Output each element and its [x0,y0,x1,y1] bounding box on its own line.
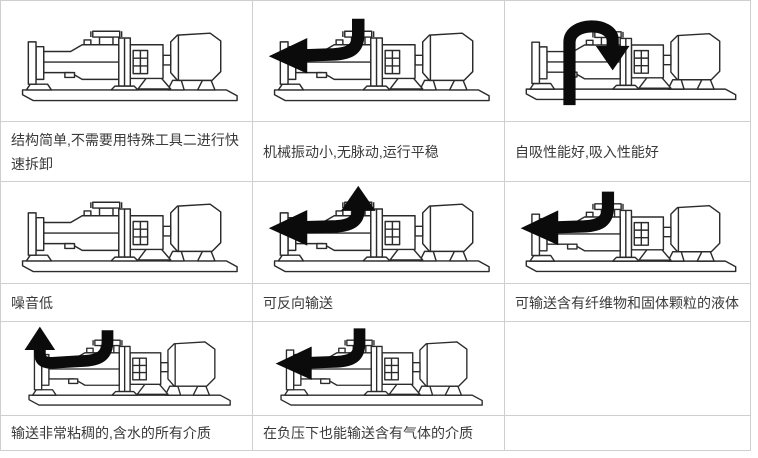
feature-caption-cell-8: 在负压下也能输送含有气体的介质 [253,416,505,451]
pump-features-table: 结构简单,不需要用特殊工具二进行快速拆卸 机械振动小,无脉动,运行平稳 自吸性能… [0,0,751,451]
feature-image-cell-9-empty [505,322,751,416]
feature-image-cell-6 [505,182,751,284]
feature-caption-text: 结构简单,不需要用特殊工具二进行快速拆卸 [11,131,239,172]
feature-caption-cell-1: 结构简单,不需要用特殊工具二进行快速拆卸 [1,122,253,182]
feature-caption-cell-7: 输送非常粘稠的,含水的所有介质 [1,416,253,451]
screw-pump-illustration [263,13,494,109]
feature-image-cell-4 [1,182,253,284]
feature-caption-cell-3: 自吸性能好,吸入性能好 [505,122,751,182]
feature-image-cell-7 [1,322,253,416]
feature-caption-cell-9-empty [505,416,751,451]
feature-caption-cell-5: 可反向输送 [253,284,505,322]
screw-pump-illustration [11,13,242,109]
feature-image-cell-3 [505,1,751,122]
screw-pump-illustration [263,323,494,413]
feature-image-cell-5 [253,182,505,284]
feature-caption-text: 在负压下也能输送含有气体的介质 [263,425,473,441]
feature-image-cell-2 [253,1,505,122]
screw-pump-illustration [11,184,242,280]
screw-pump-illustration [515,186,740,280]
feature-caption-cell-6: 可输送含有纤维物和固体颗粒的液体 [505,284,751,322]
feature-image-cell-8 [253,322,505,416]
feature-caption-text: 可输送含有纤维物和固体颗粒的液体 [515,294,739,311]
feature-caption-text: 输送非常粘稠的,含水的所有介质 [11,425,211,441]
screw-pump-illustration [263,184,494,280]
feature-caption-text: 自吸性能好,吸入性能好 [515,143,659,160]
screw-pump-illustration [11,323,242,413]
feature-caption-text: 可反向输送 [263,294,333,311]
screw-pump-illustration [515,14,740,108]
feature-caption-text: 机械振动小,无脉动,运行平稳 [263,143,439,160]
feature-image-cell-1 [1,1,253,122]
feature-caption-cell-4: 噪音低 [1,284,253,322]
feature-caption-cell-2: 机械振动小,无脉动,运行平稳 [253,122,505,182]
feature-caption-text: 噪音低 [11,294,53,311]
